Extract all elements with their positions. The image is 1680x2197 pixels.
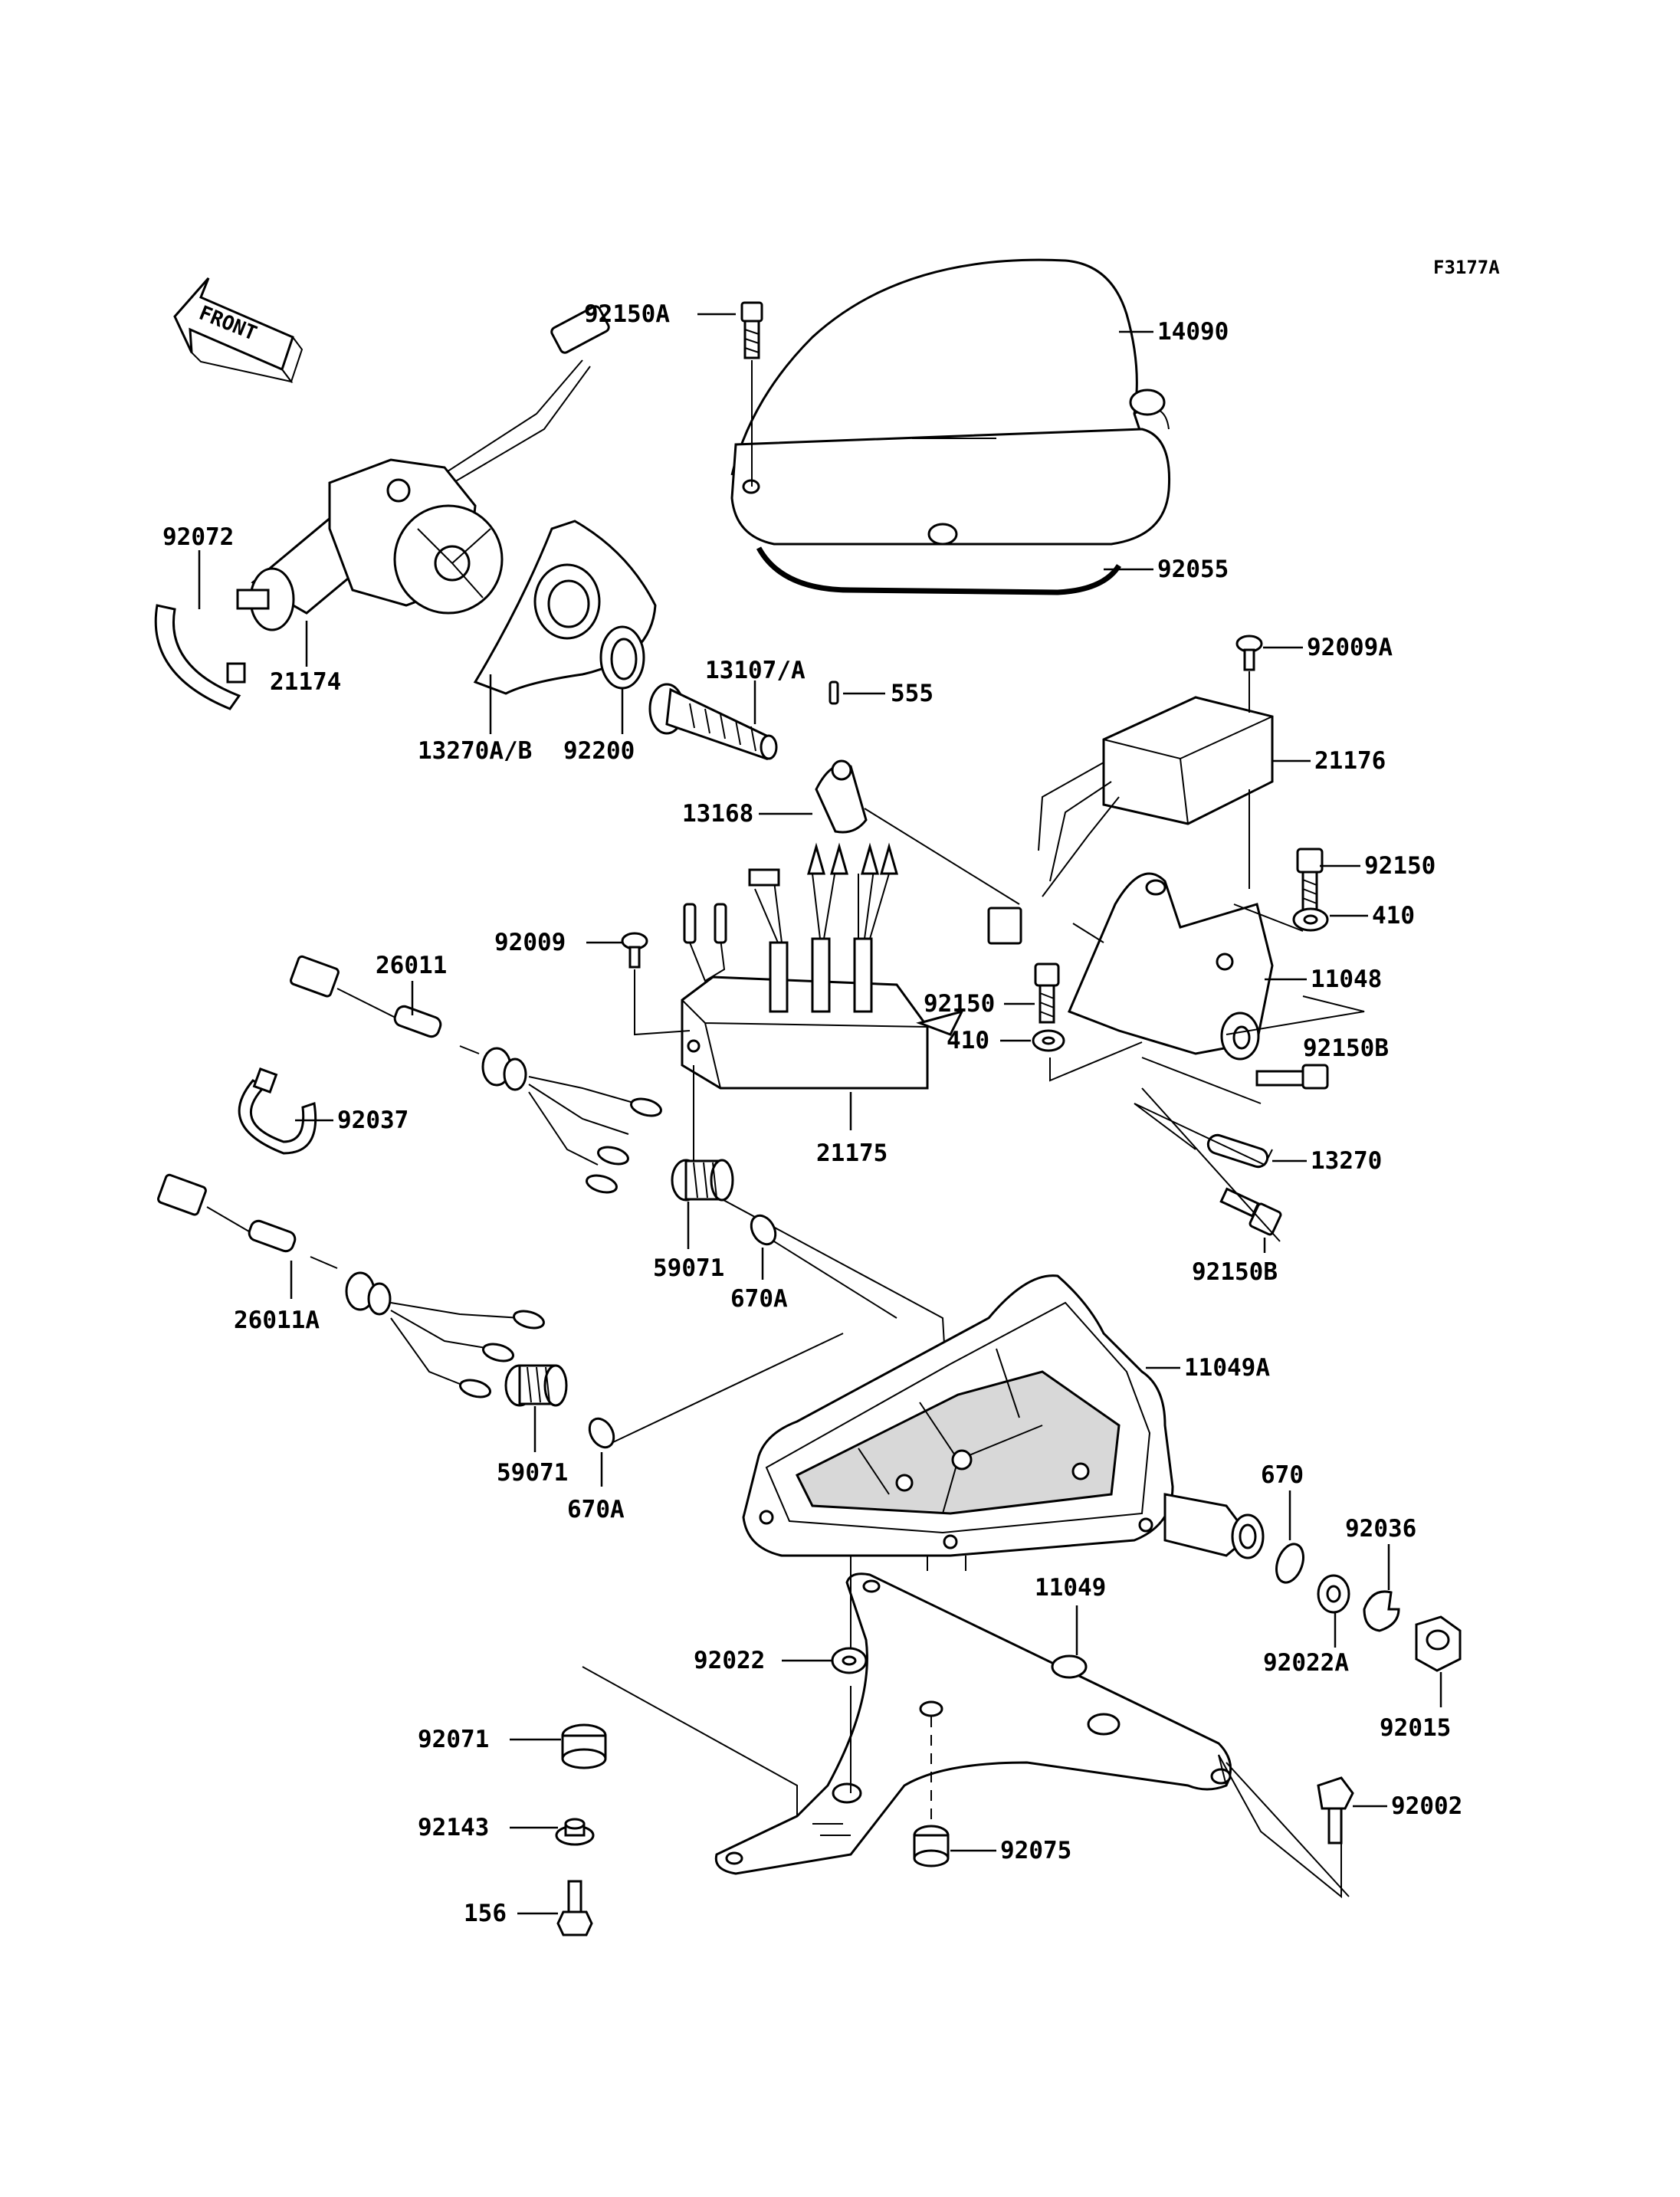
screw-92150-middle <box>1034 962 1060 1024</box>
plate-13270 <box>1206 1133 1269 1169</box>
label-13168: 13168 <box>682 800 753 828</box>
label-21176: 21176 <box>1314 747 1386 775</box>
label-410-middle: 410 <box>947 1027 989 1054</box>
shaft-13107A <box>648 683 778 761</box>
label-92037: 92037 <box>337 1107 409 1134</box>
washer-92022 <box>831 1647 868 1674</box>
harness-26011A <box>157 1173 545 1399</box>
bolt-156 <box>556 1880 593 1936</box>
gasket-92055 <box>756 546 1121 595</box>
label-92150-right: 92150 <box>1364 852 1436 880</box>
label-26011A: 26011A <box>234 1307 320 1334</box>
o-ring-670A-lower <box>588 1417 615 1449</box>
label-14090: 14090 <box>1157 318 1229 346</box>
cable-tie-92037 <box>238 1067 317 1155</box>
label-92143: 92143 <box>418 1814 489 1841</box>
plug-59071-upper <box>671 1159 734 1202</box>
label-670A-lower: 670A <box>567 1496 625 1523</box>
screw-92150B-upper <box>1255 1064 1329 1090</box>
label-92002: 92002 <box>1391 1792 1462 1820</box>
label-59071-upper: 59071 <box>653 1254 724 1282</box>
label-670: 670 <box>1261 1461 1304 1489</box>
harness-26011 <box>290 955 662 1194</box>
plug-59071-lower <box>504 1364 568 1407</box>
plate-11049 <box>714 1572 1232 1875</box>
label-59071-lower: 59071 <box>497 1459 568 1487</box>
case-11049A <box>742 1274 1265 1571</box>
label-92075: 92075 <box>1000 1837 1071 1864</box>
label-92022A: 92022A <box>1263 1649 1349 1677</box>
washer-92022A <box>1317 1574 1350 1614</box>
label-92072: 92072 <box>162 523 234 551</box>
label-156: 156 <box>464 1900 507 1927</box>
label-11049: 11049 <box>1035 1574 1106 1602</box>
label-92009: 92009 <box>494 929 566 956</box>
label-21174: 21174 <box>270 668 341 696</box>
motor-21174 <box>236 305 610 631</box>
label-11048: 11048 <box>1311 966 1382 993</box>
washer-92200 <box>599 625 645 690</box>
grommet-92075 <box>913 1825 950 1867</box>
bracket-11048 <box>1068 872 1274 1061</box>
electric-unit-21176 <box>987 696 1274 945</box>
o-ring-670A-upper <box>750 1214 777 1246</box>
ignitor-unit-21175 <box>681 842 964 1090</box>
cable-tie-92072 <box>154 604 246 710</box>
screw-92009A <box>1235 635 1263 671</box>
screw-92009 <box>621 932 648 969</box>
label-670A-upper: 670A <box>730 1285 788 1313</box>
label-92150-middle: 92150 <box>924 990 995 1018</box>
pin-555 <box>829 680 839 705</box>
label-92009A: 92009A <box>1307 634 1393 661</box>
label-21175: 21175 <box>816 1139 888 1167</box>
label-555: 555 <box>891 680 934 707</box>
label-13107A: 13107/A <box>705 657 806 684</box>
front-direction-arrow: FRONT <box>173 277 304 384</box>
arm-13168 <box>815 759 868 834</box>
screw-92150B-lower <box>1219 1187 1282 1236</box>
washer-410-right <box>1292 907 1329 932</box>
washer-410-middle <box>1032 1029 1065 1052</box>
grommet-92071 <box>561 1723 607 1769</box>
screw-92150-right <box>1296 848 1324 912</box>
screw-92150A <box>740 301 763 359</box>
label-13270: 13270 <box>1311 1147 1382 1175</box>
figure-code: F3177A <box>1433 257 1500 278</box>
label-92071: 92071 <box>418 1726 489 1753</box>
o-ring-670 <box>1275 1543 1304 1584</box>
bolt-92002 <box>1317 1776 1354 1844</box>
label-92150B-upper: 92150B <box>1303 1035 1389 1062</box>
lock-washer-92036 <box>1363 1590 1400 1632</box>
label-92015: 92015 <box>1380 1714 1451 1742</box>
label-410-right: 410 <box>1372 902 1415 930</box>
label-92022: 92022 <box>694 1647 765 1674</box>
label-26011: 26011 <box>376 952 447 979</box>
nut-92015 <box>1415 1615 1462 1672</box>
label-92055: 92055 <box>1157 556 1229 583</box>
cover-14090 <box>730 258 1171 546</box>
collar-92143 <box>555 1818 595 1846</box>
label-92036: 92036 <box>1345 1515 1416 1543</box>
label-11049A: 11049A <box>1184 1354 1270 1382</box>
label-92150B-lower: 92150B <box>1192 1258 1278 1286</box>
callouts: 92150A 14090 92055 92072 21174 13270A/B … <box>162 300 1462 1927</box>
label-92200: 92200 <box>563 737 635 765</box>
label-13270AB: 13270A/B <box>418 737 532 765</box>
label-92150A: 92150A <box>584 300 670 328</box>
